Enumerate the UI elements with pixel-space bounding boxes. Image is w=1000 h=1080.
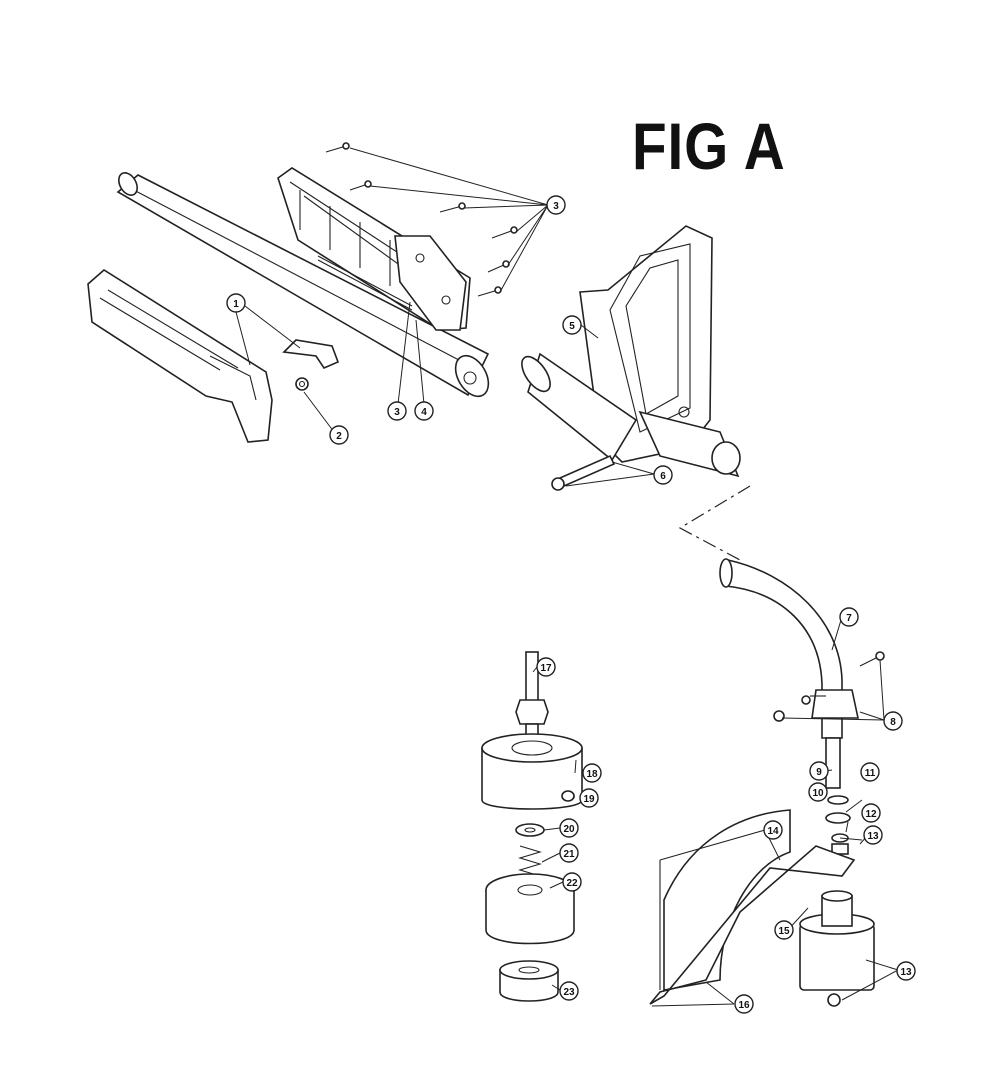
handle-bolt — [551, 454, 616, 491]
callout-16: 16 — [734, 994, 754, 1014]
callout-3: 3 — [387, 401, 407, 421]
callout-6: 6 — [653, 465, 673, 485]
callout-7: 7 — [839, 607, 859, 627]
callout-17: 17 — [536, 657, 556, 677]
spool-cover — [499, 960, 559, 1002]
bearing-stack — [825, 795, 851, 855]
assist-handle — [521, 225, 713, 463]
callout-19: 19 — [579, 788, 599, 808]
svg-text:10: 10 — [812, 788, 824, 799]
callout-5: 5 — [562, 315, 582, 335]
upper-housing — [277, 167, 471, 331]
callout-22: 22 — [562, 872, 582, 892]
callout-4: 4 — [414, 401, 434, 421]
svg-text:13: 13 — [900, 967, 912, 978]
trigger-spring — [295, 377, 309, 391]
callout-8: 8 — [883, 711, 903, 731]
svg-text:15: 15 — [778, 926, 790, 937]
callout-9: 9 — [809, 761, 829, 781]
svg-text:4: 4 — [421, 407, 427, 418]
callout-11: 11 — [860, 762, 880, 782]
shaft-clamp — [773, 651, 885, 722]
svg-text:14: 14 — [767, 826, 779, 837]
callout-13: 13 — [896, 961, 916, 981]
callout-3: 3 — [546, 195, 566, 215]
svg-text:5: 5 — [569, 321, 575, 332]
svg-text:18: 18 — [586, 769, 598, 780]
callout-23: 23 — [559, 981, 579, 1001]
svg-text:12: 12 — [865, 809, 877, 820]
line-eyelet — [561, 790, 575, 802]
gear-head — [799, 890, 875, 1007]
callout-15: 15 — [774, 920, 794, 940]
callout-2: 2 — [329, 425, 349, 445]
svg-text:2: 2 — [336, 431, 342, 442]
callout-20: 20 — [559, 818, 579, 838]
svg-text:8: 8 — [890, 717, 896, 728]
callout-21: 21 — [559, 843, 579, 863]
svg-text:17: 17 — [540, 663, 552, 674]
svg-text:13: 13 — [867, 831, 879, 842]
drive-shaft-end — [825, 737, 841, 789]
callout-13: 13 — [863, 825, 883, 845]
washer — [515, 823, 545, 837]
svg-text:3: 3 — [553, 201, 559, 212]
svg-text:1: 1 — [233, 299, 239, 310]
callout-1: 1 — [226, 293, 246, 313]
callout-12: 12 — [861, 803, 881, 823]
shaft-tube — [116, 172, 490, 398]
trigger-lever — [282, 339, 340, 369]
svg-text:6: 6 — [660, 471, 666, 482]
handle-clamp-tube — [638, 410, 741, 478]
callout-14: 14 — [763, 820, 783, 840]
svg-text:21: 21 — [563, 849, 575, 860]
svg-text:19: 19 — [583, 794, 595, 805]
callout-10: 10 — [808, 782, 828, 802]
svg-text:16: 16 — [738, 1000, 750, 1011]
spool-housing — [481, 733, 583, 810]
svg-text:7: 7 — [846, 613, 852, 624]
svg-text:23: 23 — [563, 987, 575, 998]
spool — [485, 873, 575, 945]
rear-handle — [87, 269, 273, 443]
callout-18: 18 — [582, 763, 602, 783]
drive-cable — [317, 255, 413, 311]
svg-text:22: 22 — [566, 878, 578, 889]
svg-text:20: 20 — [563, 824, 575, 835]
trimmer-guard — [649, 809, 856, 1005]
svg-text:9: 9 — [816, 767, 822, 778]
svg-text:11: 11 — [865, 768, 876, 779]
assembly-line — [678, 485, 751, 561]
figure-title: FIG A — [632, 109, 786, 183]
svg-text:3: 3 — [394, 407, 400, 418]
